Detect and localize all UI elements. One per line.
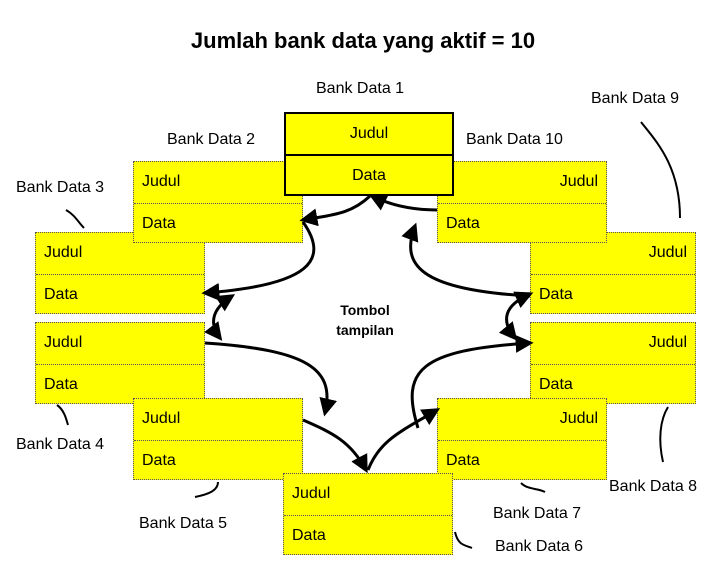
bank-data-4-label: Bank Data 4 <box>16 436 105 453</box>
leader-bank-5 <box>194 481 219 498</box>
bank-data-2-data: Data <box>134 203 302 243</box>
bank-data-7-box[interactable]: Judul Data <box>437 398 607 480</box>
arrow-5-to-6 <box>302 418 368 474</box>
arrow-8-to-9 <box>498 291 534 341</box>
bank-data-9-header: Judul <box>648 244 687 261</box>
bank-data-10-header: Judul <box>559 173 598 190</box>
bank-data-7-header: Judul <box>559 410 598 427</box>
arrow-7-to-8 <box>410 334 534 429</box>
bank-data-10-box[interactable]: Judul Data <box>437 161 607 243</box>
arrow-10-to-1 <box>368 194 438 212</box>
bank-data-6-box[interactable]: Judul Data <box>283 473 453 555</box>
arrow-1-to-2 <box>299 194 372 227</box>
bank-data-7-data: Data <box>438 440 606 480</box>
leader-bank-8 <box>659 406 669 463</box>
bank-data-4-data: Data <box>36 364 204 404</box>
bank-data-6-header: Judul <box>292 485 331 502</box>
leader-bank-7 <box>520 482 546 493</box>
arrow-9-to-10 <box>401 222 531 298</box>
leader-bank-9 <box>640 121 681 219</box>
bank-data-5-header: Judul <box>142 410 181 427</box>
bank-data-3-box[interactable]: Judul Data <box>35 232 205 314</box>
bank-data-8-label: Bank Data 8 <box>609 478 698 495</box>
bank-data-9-label: Bank Data 9 <box>591 90 680 107</box>
bank-data-5-data: Data <box>134 440 302 480</box>
bank-data-8-header: Judul <box>648 334 687 351</box>
bank-data-10-label: Bank Data 10 <box>466 131 563 148</box>
arrow-6-to-7 <box>366 408 441 471</box>
bank-data-8-box[interactable]: Judul Data <box>530 322 696 404</box>
bank-data-1-label: Bank Data 1 <box>316 80 405 97</box>
arrow-3-to-4 <box>204 294 236 341</box>
bank-data-1-data: Data <box>286 154 452 194</box>
arrow-2-to-3 <box>201 221 316 301</box>
bank-data-4-header: Judul <box>44 334 83 351</box>
bank-data-8-data: Data <box>531 364 695 404</box>
bank-data-2-header: Judul <box>142 173 181 190</box>
bank-data-9-data: Data <box>531 274 695 314</box>
bank-data-5-box[interactable]: Judul Data <box>133 398 303 480</box>
leader-bank-4 <box>56 404 69 426</box>
view-button-label-line2: tampilan <box>336 322 394 338</box>
bank-data-3-header: Judul <box>44 244 83 261</box>
leader-bank-3 <box>65 209 85 229</box>
diagram-title: Jumlah bank data yang aktif = 10 <box>190 28 536 53</box>
bank-data-4-box[interactable]: Judul Data <box>35 322 205 404</box>
bank-data-1-header: Judul <box>349 125 389 142</box>
leader-bank-6 <box>454 531 473 549</box>
bank-data-2-box[interactable]: Judul Data <box>133 161 303 243</box>
bank-data-7-label: Bank Data 7 <box>493 505 582 522</box>
bank-data-6-data: Data <box>284 515 452 555</box>
bank-data-1-box[interactable]: Judul Data <box>284 112 454 196</box>
bank-data-10-data: Data <box>438 203 606 243</box>
view-button-label-line1: Tombol <box>340 302 390 318</box>
bank-data-5-label: Bank Data 5 <box>139 515 228 532</box>
bank-data-3-label: Bank Data 3 <box>16 179 105 196</box>
bank-data-9-box[interactable]: Judul Data <box>530 232 696 314</box>
view-button-label[interactable]: Tombol tampilan <box>310 300 420 340</box>
arrow-4-to-5 <box>204 341 338 417</box>
bank-data-3-data: Data <box>36 274 204 314</box>
bank-data-2-label: Bank Data 2 <box>167 131 256 148</box>
bank-data-6-label: Bank Data 6 <box>495 538 584 555</box>
